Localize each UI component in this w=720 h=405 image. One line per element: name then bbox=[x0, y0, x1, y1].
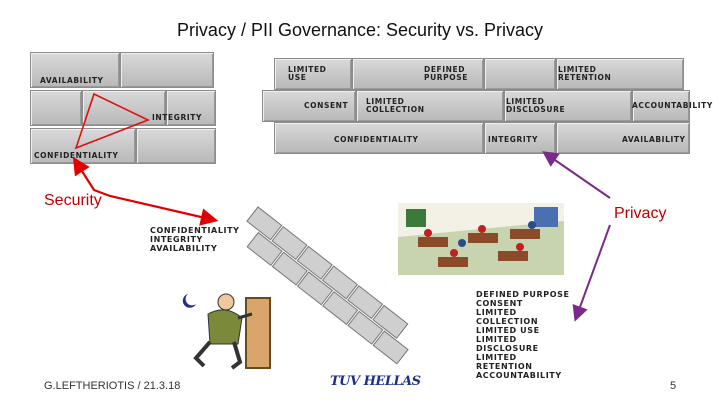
list-item: LIMITED bbox=[476, 335, 517, 344]
privacy-wall-label: CONSENT bbox=[304, 101, 349, 110]
privacy-wall-label: CONFIDENTIALITY bbox=[334, 135, 419, 144]
security-wall-label: CONFIDENTIALITY bbox=[34, 151, 119, 160]
privacy-arrow bbox=[542, 151, 611, 199]
list-item: AVAILABILITY bbox=[150, 244, 218, 253]
cia-triangle bbox=[74, 92, 151, 150]
security-arrow bbox=[72, 156, 219, 226]
list-item: DISCLOSURE bbox=[476, 344, 539, 353]
privacy-wall-label: ACCOUNTABILITY bbox=[632, 101, 713, 110]
privacy-wall: LIMITED USE DEFINED PURPOSE LIMITED RETE… bbox=[262, 56, 712, 156]
privacy-wall-label: DEFINED PURPOSE bbox=[424, 65, 468, 82]
security-label: Security bbox=[44, 192, 102, 209]
list-item: CONFIDENTIALITY bbox=[150, 226, 240, 235]
list-item: ACCOUNTABILITY bbox=[476, 371, 562, 380]
office-illustration bbox=[398, 203, 564, 275]
page-number: 5 bbox=[670, 380, 677, 392]
privacy-wall-label: LIMITED DISCLOSURE bbox=[506, 97, 566, 114]
diagonal-wall-illustration bbox=[246, 206, 409, 365]
privacy-list: DEFINED PURPOSE CONSENT LIMITED COLLECTI… bbox=[476, 290, 570, 380]
privacy-label: Privacy bbox=[614, 205, 667, 222]
footer-author: G.LEFTHERIOTIS / 21.3.18 bbox=[44, 380, 181, 392]
list-item: COLLECTION bbox=[476, 317, 539, 326]
slide-title: Privacy / PII Governance: Security vs. P… bbox=[176, 20, 544, 40]
list-item: LIMITED USE bbox=[476, 326, 540, 335]
list-item: LIMITED bbox=[476, 308, 517, 317]
privacy-wall-label: INTEGRITY bbox=[488, 135, 538, 144]
list-item: INTEGRITY bbox=[150, 235, 203, 244]
list-item: DEFINED PURPOSE bbox=[476, 290, 570, 299]
privacy-wall-label: LIMITED USE bbox=[288, 65, 327, 82]
company-logo: TUV HELLAS bbox=[330, 374, 421, 389]
list-item: RETENTION bbox=[476, 362, 533, 371]
privacy-arrow bbox=[572, 224, 611, 322]
security-wall-label: INTEGRITY bbox=[152, 113, 202, 122]
security-wall-label: AVAILABILITY bbox=[40, 76, 104, 85]
list-item: LIMITED bbox=[476, 353, 517, 362]
burglar-illustration bbox=[182, 293, 271, 370]
privacy-wall-label: LIMITED RETENTION bbox=[558, 65, 612, 82]
privacy-wall-label: LIMITED COLLECTION bbox=[366, 97, 425, 114]
privacy-wall-label: AVAILABILITY bbox=[622, 135, 686, 144]
list-item: CONSENT bbox=[476, 299, 523, 308]
security-list: CONFIDENTIALITY INTEGRITY AVAILABILITY bbox=[150, 226, 240, 253]
